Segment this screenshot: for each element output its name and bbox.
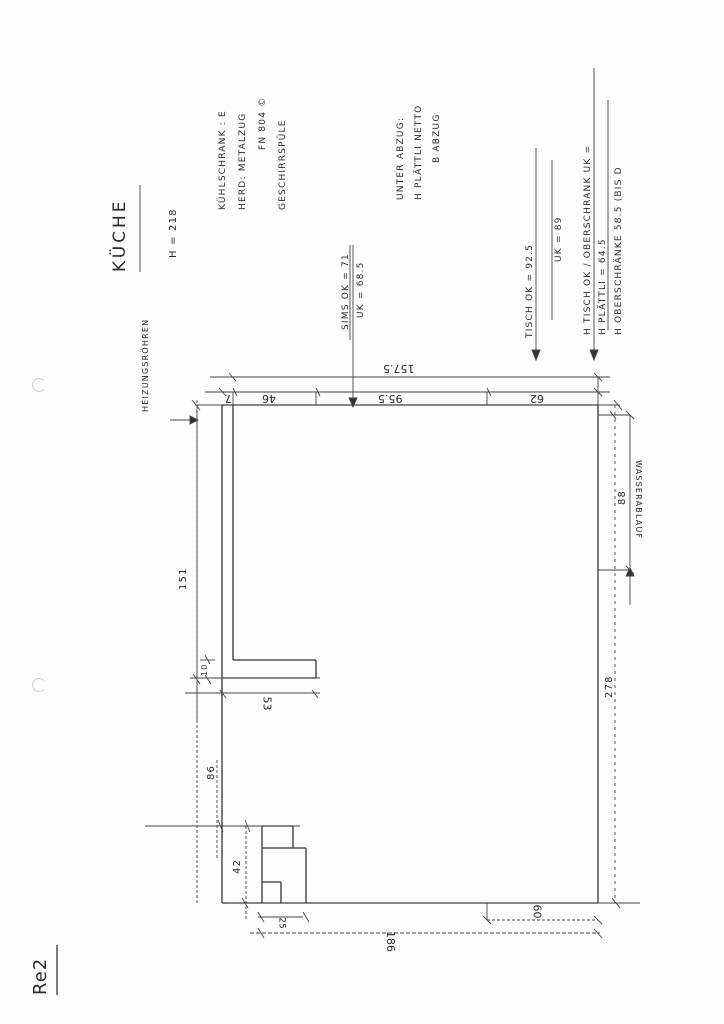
dim-25: 25 [276, 917, 287, 929]
note-table-top: TISCH OK = 92.5 [525, 243, 535, 338]
dim-top-total: 157.5 [383, 362, 415, 375]
room-height: H = 218 [168, 208, 179, 258]
note-sill-top: SIMS OK = 71 [341, 253, 351, 330]
dim-10: 10 [200, 663, 209, 676]
note-height-tiles: H PLÄTTLI = 64.5 [598, 238, 608, 335]
punch-hole-bottom [32, 678, 46, 692]
dim-278: 278 [604, 675, 615, 698]
note-hood-width: B ABZUG [432, 113, 442, 164]
page-mark: Re2 [30, 957, 51, 995]
note-table-bottom: UK = 89 [554, 216, 564, 262]
note-under-hood: UNTER ABZUG: [396, 116, 406, 200]
dim-86: 86 [206, 764, 217, 780]
dim-top-7: 7 [225, 392, 232, 405]
note-heating-pipes: HEIZUNGSRÖHREN [141, 318, 150, 412]
note-height-table-cabinet: H TISCH OK / OBERSCHRANK UK = [583, 144, 593, 335]
dim-top-62: 62 [530, 392, 544, 405]
room-title: KÜCHE [110, 198, 130, 272]
dim-60: 60 [530, 904, 544, 919]
punch-hole-top [32, 378, 46, 392]
note-dishwasher: GESCHIRRSPÜLE [278, 119, 288, 210]
dim-top-46: 46 [262, 392, 276, 405]
dim-53: 53 [260, 696, 274, 711]
note-stove: HERD: METALZUG [238, 112, 248, 210]
dim-42: 42 [232, 858, 243, 874]
dim-186: 186 [384, 931, 397, 952]
dim-top-95-5: 95.5 [378, 392, 403, 405]
note-water-drain: WASSERABLAUF [634, 460, 643, 540]
dim-88: 88 [617, 489, 628, 505]
note-fridge: KÜHLSCHRANK : E [218, 110, 228, 210]
note-sill-bottom: UK = 68.5 [356, 261, 366, 318]
note-tile-net: H PLÄTTLI NETTO [414, 104, 424, 200]
note-model: FN 804 © [258, 96, 268, 150]
dim-151: 151 [178, 567, 189, 590]
note-height-upper-cabinets: H OBERSCHRÄNKE 58.5 (BIS D [614, 166, 624, 335]
